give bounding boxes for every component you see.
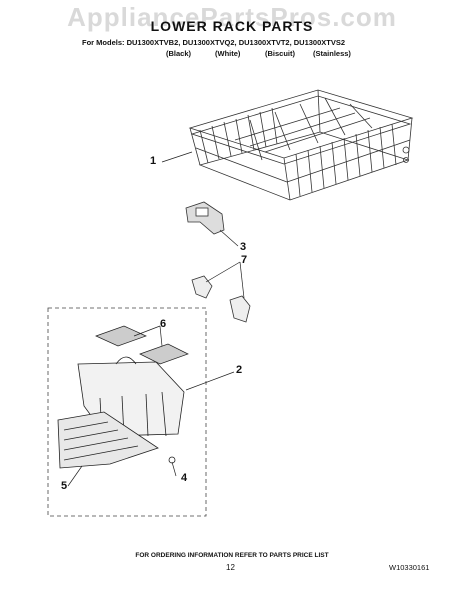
color-black: (Black): [166, 49, 192, 58]
watermark: AppliancePartsPros.com: [67, 2, 397, 32]
page-number: 12: [226, 563, 235, 572]
models-line: For Models: DU1300XTVB2, DU1300XTVQ2, DU…: [82, 38, 346, 47]
callout-3: 3: [240, 241, 247, 253]
lower-rack-illustration: [188, 89, 414, 201]
document-number: W10330161: [389, 563, 430, 572]
basket-lid-part-6: [95, 325, 189, 365]
color-biscuit: (Biscuit): [265, 49, 295, 58]
ordering-info-footer: FOR ORDERING INFORMATION REFER TO PARTS …: [135, 552, 329, 559]
color-white: (White): [215, 49, 241, 58]
callout-5: 5: [61, 480, 68, 492]
rack-clip-part-3: [185, 201, 225, 235]
callout-7: 7: [241, 254, 248, 266]
color-stainless: (Stainless): [313, 49, 351, 58]
rack-wheel-part-7: [191, 275, 251, 323]
callout-2: 2: [236, 364, 243, 376]
basket-cover-part-5: [57, 411, 159, 469]
callout-1: 1: [150, 155, 157, 167]
leader-lines: [67, 151, 245, 487]
callout-6: 6: [160, 318, 167, 330]
page-title: LOWER RACK PARTS: [150, 18, 314, 34]
basket-assembly-frame: [47, 307, 207, 517]
callout-4: 4: [181, 472, 188, 484]
